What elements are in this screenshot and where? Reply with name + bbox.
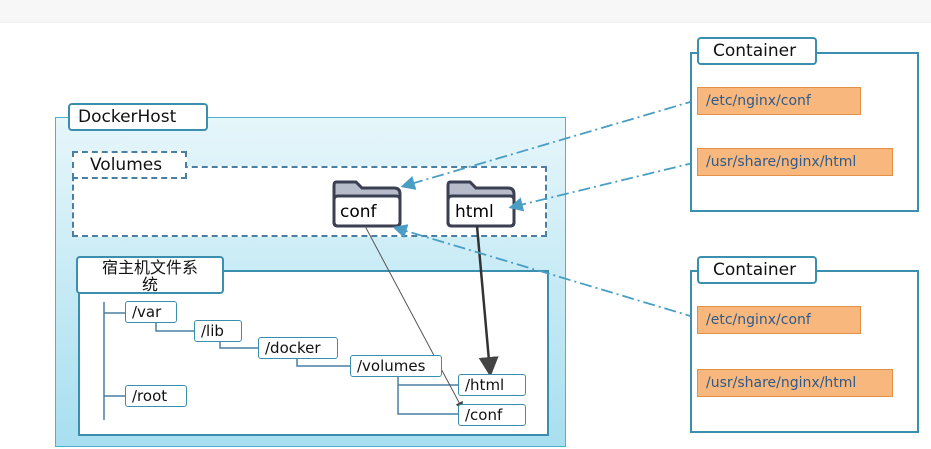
tree-branch-conf xyxy=(397,374,458,415)
path-root: /root xyxy=(125,385,187,407)
container-2-box xyxy=(690,270,919,433)
path-conf: /conf xyxy=(458,404,526,426)
container-2-path-conf: /etc/nginx/conf xyxy=(697,306,861,334)
arrow-conf-to-host xyxy=(364,225,463,410)
folder-label-conf: conf xyxy=(340,202,378,222)
volumes-title: Volumes xyxy=(72,151,187,179)
container-1-path-conf: /etc/nginx/conf xyxy=(697,87,861,115)
tree-branch-lib xyxy=(155,323,194,332)
docker-host-title: DockerHost xyxy=(68,103,208,131)
container-1-title: Container xyxy=(697,37,817,65)
path-volumes: /volumes xyxy=(350,355,442,377)
folder-icon-html: html xyxy=(446,180,516,228)
arrow-html-to-host xyxy=(475,225,499,377)
link-c1-html xyxy=(508,161,698,212)
container-1-box xyxy=(690,52,919,212)
container-1-path-html: /usr/share/nginx/html xyxy=(697,148,893,176)
host-filesystem-title: 宿主机文件系 统 xyxy=(76,256,224,294)
tree-branch-volumes xyxy=(296,356,350,367)
link-c1-conf xyxy=(400,99,698,190)
container-2-title: Container xyxy=(697,256,817,284)
path-docker: /docker xyxy=(258,337,338,359)
folder-label-html: html xyxy=(455,202,494,222)
link-c2-conf xyxy=(392,224,698,319)
folder-icon-conf: conf xyxy=(332,180,402,228)
top-band xyxy=(0,0,931,23)
path-html: /html xyxy=(458,374,526,396)
container-2-path-html: /usr/share/nginx/html xyxy=(697,369,893,397)
path-var: /var xyxy=(125,301,177,323)
path-lib: /lib xyxy=(194,320,242,342)
